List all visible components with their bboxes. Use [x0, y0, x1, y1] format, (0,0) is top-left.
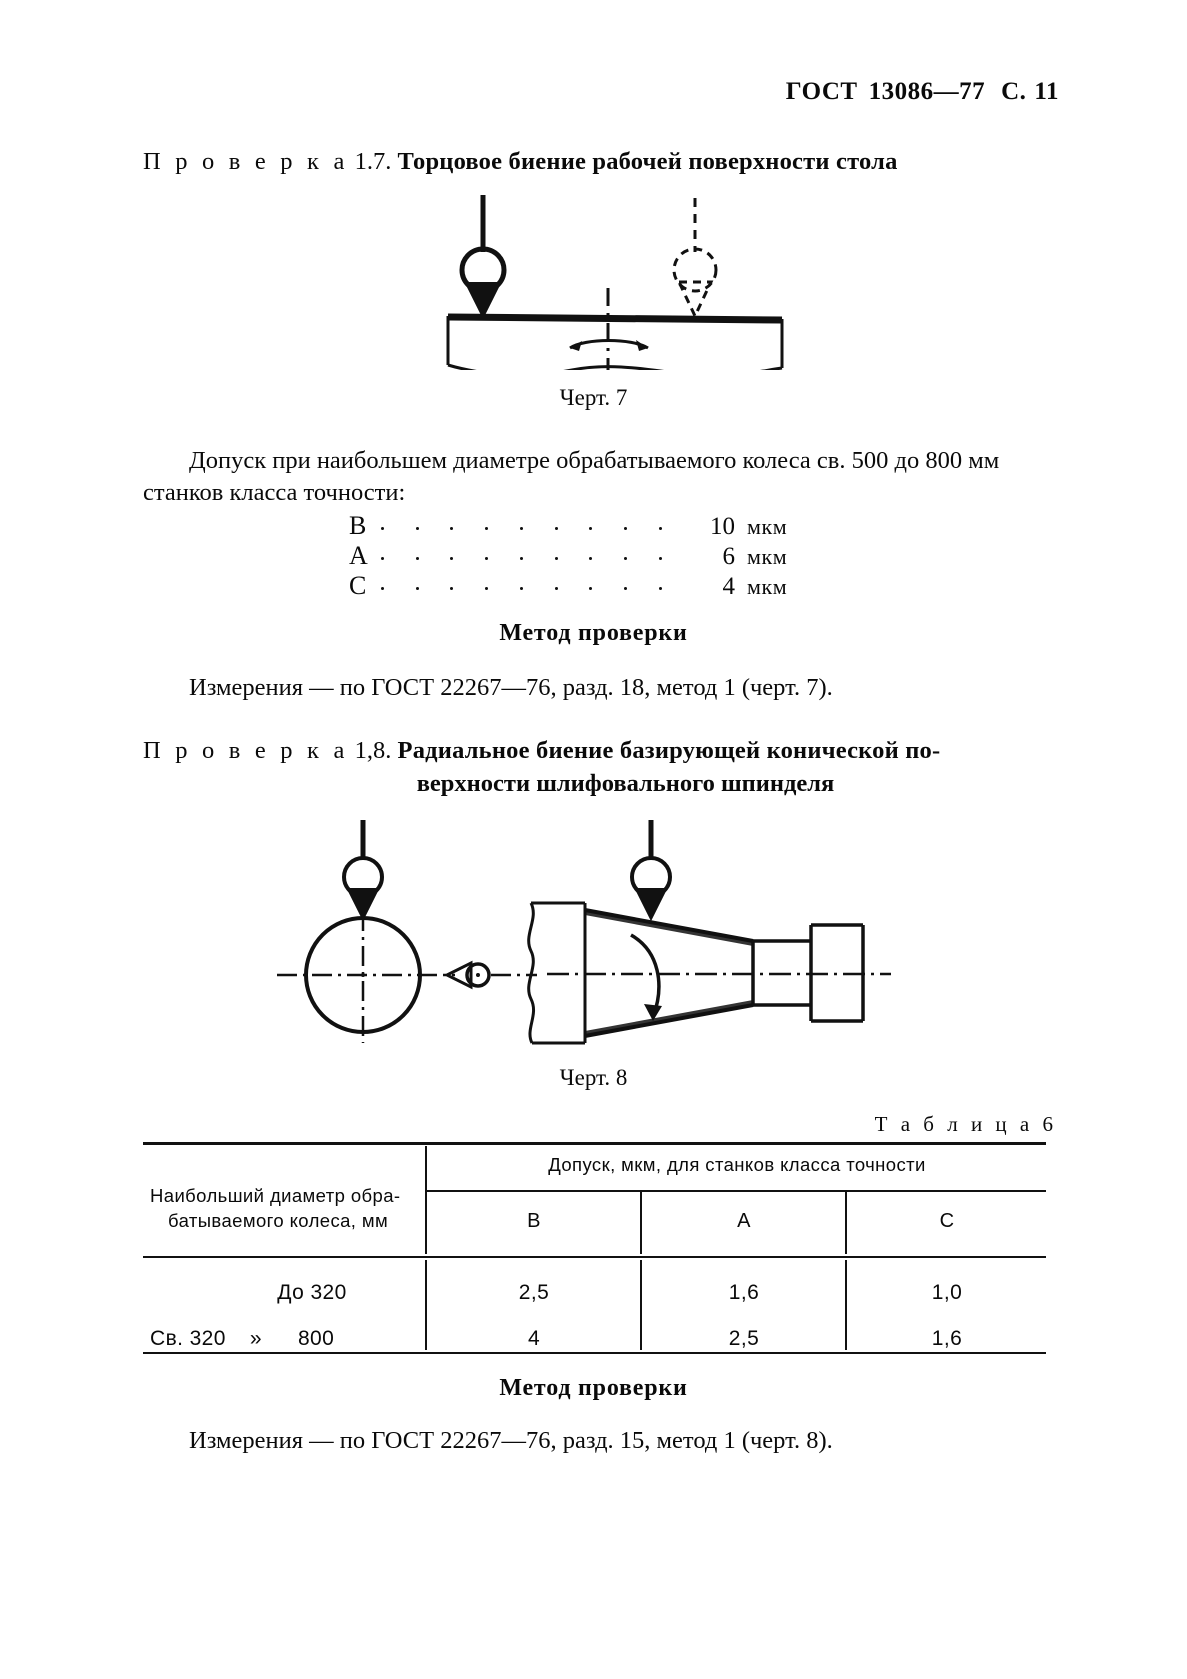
table-vline	[425, 1260, 427, 1350]
dot-leader	[381, 568, 683, 594]
table-row-2-stub-suffix: 800	[297, 1327, 335, 1350]
table-span-header: Допуск, мкм, для станков класса точности	[548, 1154, 926, 1175]
table-row-2-value-a: 2,5	[728, 1327, 760, 1350]
table-label: Т а б л и ц а 6	[874, 1112, 1057, 1136]
table-rule-subheader	[427, 1190, 1046, 1192]
standard-label: ГОСТ	[785, 78, 858, 105]
document-header: ГОСТ 13086—77 С. 11	[786, 78, 1059, 106]
table-row-1-value-a: 1,6	[728, 1281, 760, 1304]
method-label-1: Метод проверки	[499, 620, 688, 646]
table-column-header-c: С	[939, 1210, 955, 1232]
table-row-1-stub: До 320	[277, 1281, 347, 1304]
check-word: П р о в е р к а	[143, 737, 349, 764]
measurement-paragraph-2: Измерения — по ГОСТ 22267—76, разд. 15, …	[143, 1425, 1053, 1457]
table-vline	[845, 1260, 847, 1350]
tolerance-list: В 10 мкм А 6 мкм С 4 мкм	[349, 508, 819, 600]
tolerance-value: 10	[710, 513, 735, 540]
check-number: 1,8.	[354, 737, 392, 764]
tolerance-value: 4	[722, 573, 736, 600]
table-row-2-stub-mid: »	[249, 1327, 262, 1350]
standard-number: 13086—77	[868, 78, 986, 105]
check-title-line2: верхности шлифовального шпинделя	[416, 770, 835, 798]
table-rule-header-bottom	[143, 1256, 1046, 1258]
table-row-1-value-b: 2,5	[518, 1281, 550, 1304]
check-heading-1-7: П р о в е р к а 1.7. Торцовое биение раб…	[143, 146, 1048, 177]
tolerance-row: В 10 мкм	[349, 508, 819, 540]
check-word: П р о в е р к а	[143, 148, 349, 175]
tolerance-paragraph-line1: Допуск при наибольшем диаметре обрабатыв…	[189, 447, 846, 474]
table-stub-header-line1: Наибольший диаметр обра-	[150, 1185, 401, 1206]
table-row-2-value-b: 4	[527, 1327, 541, 1350]
measurement-paragraph-1: Измерения — по ГОСТ 22267—76, разд. 18, …	[143, 672, 1053, 704]
table-stub-header-line2: батываемого колеса, мм	[168, 1209, 389, 1231]
table-row-2-stub: Св. 320 » 800	[150, 1327, 418, 1351]
table-vline	[845, 1192, 847, 1254]
table-vline	[640, 1260, 642, 1350]
table-vline	[425, 1146, 427, 1254]
table-vline	[640, 1192, 642, 1254]
table-rule-top	[143, 1142, 1046, 1145]
figure-8-drawing	[277, 820, 891, 1045]
tolerance-row: А 6 мкм	[349, 538, 819, 570]
table-row-1-value-c: 1,0	[931, 1281, 963, 1304]
tolerance-unit: мкм	[747, 574, 788, 599]
tolerance-row: С 4 мкм	[349, 568, 819, 600]
tolerance-paragraph: Допуск при наибольшем диаметре обрабатыв…	[143, 445, 1053, 509]
tolerance-unit: мкм	[747, 514, 788, 539]
figure-7-caption: Черт. 7	[559, 385, 628, 410]
table-column-header-a: А	[737, 1210, 751, 1232]
tolerance-class: С	[349, 571, 367, 600]
figure-7-table-face-runout	[380, 190, 800, 380]
measurement-text-1: Измерения — по ГОСТ 22267—76, разд. 18, …	[189, 674, 833, 701]
measurement-text-2: Измерения — по ГОСТ 22267—76, разд. 15, …	[189, 1427, 833, 1454]
tolerance-unit: мкм	[747, 544, 788, 569]
tolerance-class: А	[349, 541, 368, 570]
check-title: Торцовое биение рабочей поверхности стол…	[397, 148, 898, 175]
tolerance-value: 6	[722, 543, 736, 570]
tolerance-paragraph-line2: 500 до 800 мм станков класса точности:	[143, 447, 1000, 506]
table-column-header-b: В	[527, 1210, 541, 1232]
dot-leader	[381, 508, 683, 534]
check-title-line1: Радиальное биение базирующей конической …	[397, 737, 941, 764]
tolerance-class: В	[349, 511, 367, 540]
figure-8-caption: Черт. 8	[559, 1065, 628, 1090]
page-label: С.	[1001, 78, 1027, 105]
check-number: 1.7.	[354, 148, 392, 175]
check-heading-1-8: П р о в е р к а 1,8. Радиальное биение б…	[143, 735, 1048, 800]
table-row-2-value-c: 1,6	[931, 1327, 963, 1350]
dot-leader	[381, 538, 683, 564]
figure-8-spindle-radial-runout	[255, 815, 905, 1075]
page-number: 11	[1034, 78, 1059, 105]
table-rule-bottom	[143, 1352, 1046, 1354]
table-row-2-stub-prefix: Св. 320	[150, 1327, 226, 1350]
method-label-2: Метод проверки	[499, 1375, 688, 1401]
table-stub-header: Наибольший диаметр обра- батываемого кол…	[150, 1184, 418, 1234]
figure-7-drawing	[446, 195, 784, 380]
